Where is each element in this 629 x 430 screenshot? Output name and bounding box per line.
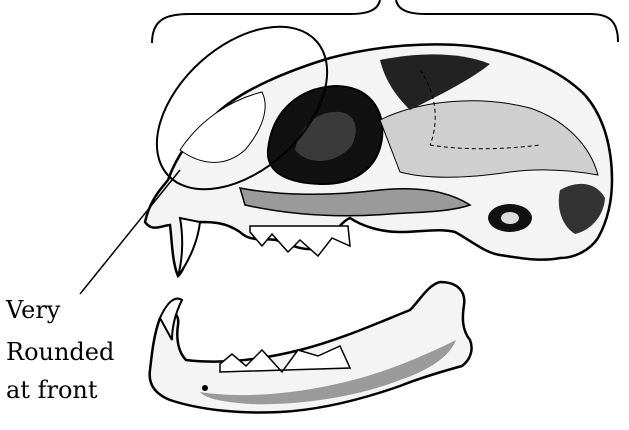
right-bracket bbox=[396, 0, 618, 42]
annotation-line-3: at front bbox=[6, 374, 98, 406]
upper-canine bbox=[178, 218, 200, 276]
ear-canal bbox=[501, 212, 519, 224]
cranium-drawing bbox=[145, 44, 612, 276]
mental-foramen bbox=[202, 385, 208, 391]
mandible-drawing bbox=[150, 282, 472, 413]
left-bracket bbox=[152, 0, 380, 43]
annotation-line-1: Very bbox=[6, 294, 60, 326]
upper-teeth bbox=[250, 226, 350, 256]
annotation-line-2: Rounded bbox=[6, 336, 114, 368]
pointer-line bbox=[80, 170, 180, 294]
